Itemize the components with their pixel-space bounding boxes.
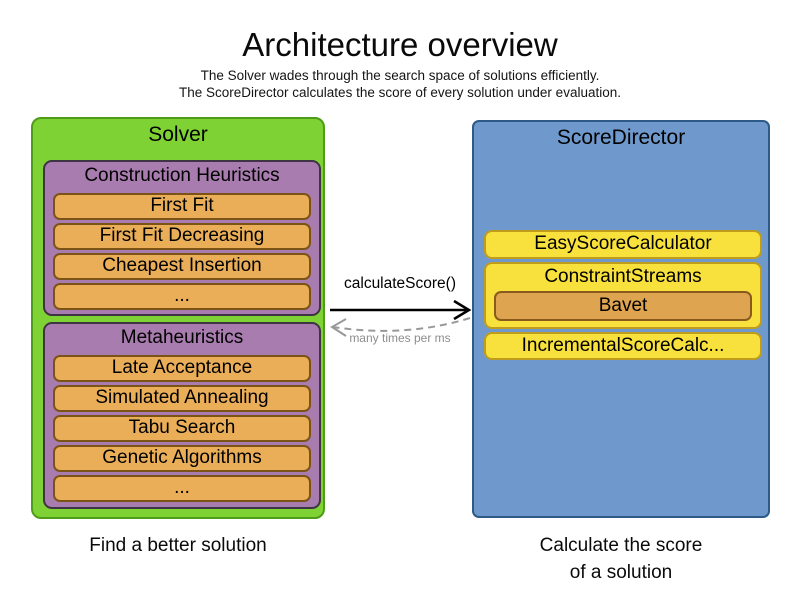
score-director-caption-line-2: of a solution <box>569 562 673 583</box>
subtitle-line-1: The Solver wades through the search spac… <box>200 68 600 83</box>
frequency-label: many times per ms <box>349 331 451 345</box>
score-director-panel-title: ScoreDirector <box>556 126 686 149</box>
solver-caption: Find a better solution <box>89 535 267 556</box>
construction-heuristics-box: Construction Heuristics First Fit First … <box>43 160 321 316</box>
algorithm-item-late-acceptance: Late Acceptance <box>53 355 311 382</box>
calculate-score-label: calculateScore() <box>344 275 456 292</box>
construction-heuristics-title: Construction Heuristics <box>84 165 280 186</box>
easy-score-calculator-box: EasyScoreCalculator <box>484 230 762 259</box>
algorithm-item-first-fit-decreasing: First Fit Decreasing <box>53 223 311 250</box>
algorithm-item-first-fit: First Fit <box>53 193 311 220</box>
score-director-caption: Calculate the score of a solution <box>472 532 770 586</box>
calculate-score-arrow <box>330 299 472 321</box>
bavet-box: Bavet <box>494 291 752 321</box>
subtitle-line-2: The ScoreDirector calculates the score o… <box>179 85 621 100</box>
score-director-caption-line-1: Calculate the score <box>539 535 703 556</box>
metaheuristics-box: Metaheuristics Late Acceptance Simulated… <box>43 322 321 509</box>
page-title: Architecture overview <box>242 26 558 63</box>
solver-panel-title: Solver <box>148 123 208 146</box>
algorithm-item-tabu-search: Tabu Search <box>53 415 311 442</box>
metaheuristics-title: Metaheuristics <box>120 327 244 348</box>
return-dashed-arrow <box>330 317 471 337</box>
algorithm-item-simulated-annealing: Simulated Annealing <box>53 385 311 412</box>
solver-panel: Solver Construction Heuristics First Fit… <box>31 117 325 519</box>
algorithm-item-cheapest-insertion: Cheapest Insertion <box>53 253 311 280</box>
incremental-score-calculator-box: IncrementalScoreCalc... <box>484 332 762 360</box>
constraint-streams-title: ConstraintStreams <box>544 266 702 287</box>
algorithm-item-genetic-algorithms: Genetic Algorithms <box>53 445 311 472</box>
score-director-panel: ScoreDirector EasyScoreCalculator Constr… <box>472 120 770 518</box>
algorithm-item-ellipsis: ... <box>53 283 311 310</box>
solver-director-arrows <box>330 299 472 337</box>
constraint-streams-box: ConstraintStreams Bavet <box>484 262 762 329</box>
algorithm-item-ellipsis: ... <box>53 475 311 502</box>
